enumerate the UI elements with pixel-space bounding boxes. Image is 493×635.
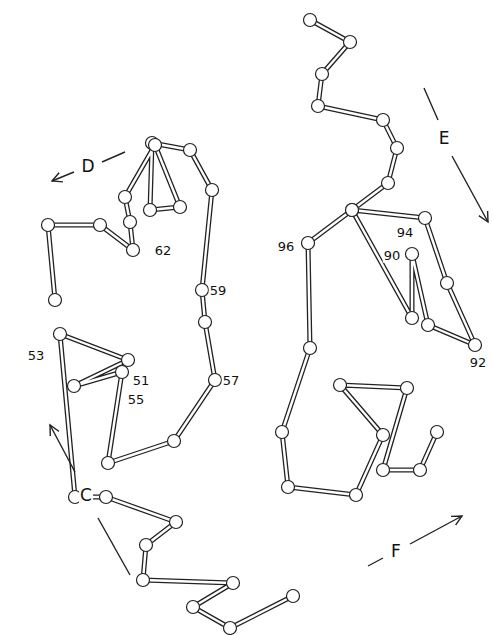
residue-number: 59 bbox=[209, 284, 228, 298]
segment-letter: E bbox=[438, 129, 451, 148]
segment-letter: C bbox=[79, 486, 93, 505]
residue-number: 53 bbox=[27, 349, 46, 363]
residue-number: 92 bbox=[469, 356, 488, 370]
residue-number: 94 bbox=[396, 226, 415, 240]
chain-left bbox=[48, 143, 293, 628]
residue-number: 62 bbox=[154, 244, 173, 258]
chain-right bbox=[282, 20, 475, 495]
direction-arrows bbox=[50, 88, 488, 575]
segment-letter: D bbox=[80, 157, 95, 176]
residue-number: 96 bbox=[277, 240, 296, 254]
residue-number: 57 bbox=[222, 374, 241, 388]
residue-number: 55 bbox=[127, 393, 146, 407]
segment-letter: F bbox=[390, 542, 402, 561]
residue-number: 51 bbox=[132, 374, 151, 388]
residue-number: 90 bbox=[383, 249, 402, 263]
